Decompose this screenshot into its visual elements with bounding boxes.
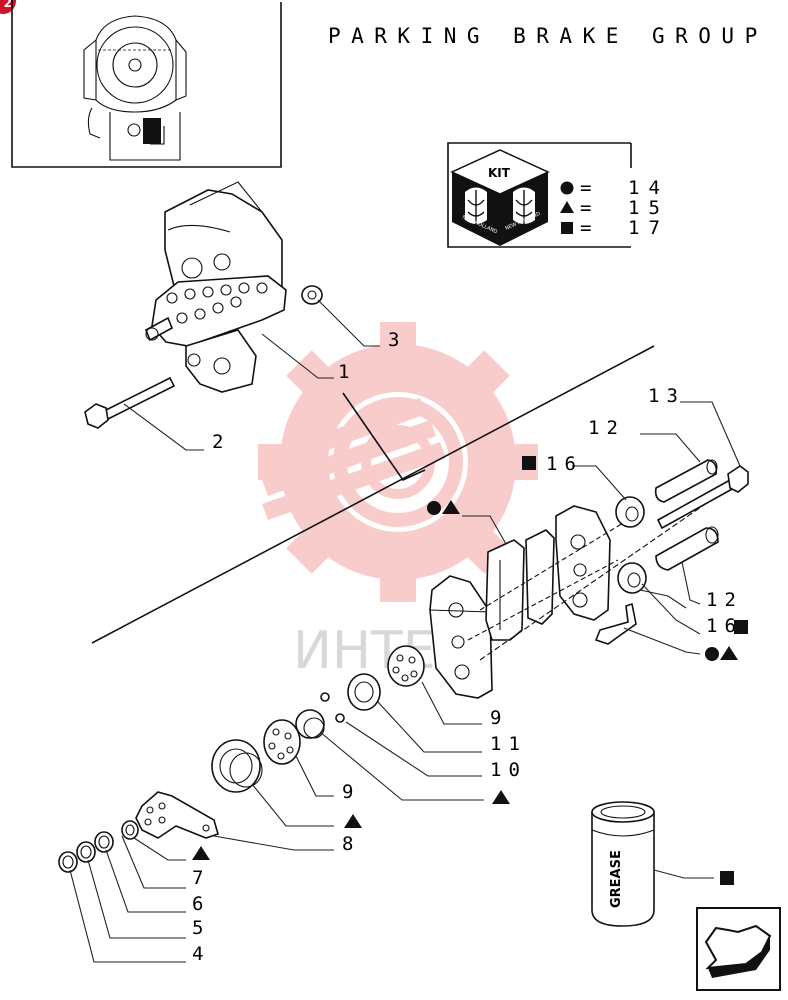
callout-12-upper: 12 — [588, 417, 625, 439]
washer-part-6 — [94, 831, 114, 853]
bushing-part-16-lower — [617, 562, 647, 594]
next-page-arrow-icon[interactable] — [696, 907, 781, 991]
kit-heading: KIT — [488, 166, 511, 180]
triangle-marker-icon — [344, 814, 362, 828]
parking-brake-detail-thumbnail — [11, 0, 282, 168]
square-marker-icon — [720, 871, 734, 885]
square-marker-icon — [522, 456, 536, 470]
callout-7: 7 — [192, 867, 210, 889]
section-separator — [91, 345, 655, 644]
callout-6: 6 — [192, 893, 210, 915]
kit-value-square: 17 — [628, 217, 669, 239]
circle-marker-icon — [705, 647, 719, 661]
callout-labels: 3 1 2 13 12 16 12 16 9 11 10 9 8 7 6 5 4 — [192, 329, 748, 965]
callout-11: 11 — [490, 733, 527, 755]
kit-value-circle: 14 — [628, 177, 669, 199]
callout-16-upper: 16 — [546, 453, 583, 475]
leader-lines — [69, 299, 741, 963]
callout-3: 3 — [388, 329, 406, 351]
cup-seal — [211, 739, 263, 793]
kit-eq-triangle: = — [580, 197, 600, 219]
triangle-symbol-icon — [560, 201, 574, 213]
circle-marker-icon — [427, 501, 441, 515]
callout-13: 13 — [648, 385, 685, 407]
triangle-marker-icon — [442, 500, 460, 514]
ring-part-11 — [347, 673, 381, 711]
caliper-plate-right — [555, 505, 611, 621]
callout-2: 2 — [212, 431, 230, 453]
bushing-part-16-upper — [615, 496, 645, 528]
caliper-assembly-part-1 — [144, 181, 287, 393]
pin-part-12-lower — [655, 526, 719, 571]
callout-8: 8 — [342, 833, 360, 855]
kit-legend: KIT NEW HOLLAND NEW HOLLAND = = = 14 15 … — [447, 142, 669, 248]
washer-part-5 — [76, 841, 96, 863]
disc-part-9-lower — [263, 719, 301, 765]
nut-part-4 — [58, 851, 78, 873]
callout-4: 4 — [192, 943, 210, 965]
sleeve — [295, 709, 325, 739]
triangle-marker-icon — [192, 846, 210, 860]
nut-part-3 — [301, 285, 323, 305]
bolt-part-2 — [84, 376, 176, 429]
ball-part-10a — [320, 692, 330, 702]
callout-1: 1 — [338, 361, 356, 383]
square-marker-icon — [734, 620, 748, 634]
circle-symbol-icon — [560, 181, 574, 195]
callout-16-lower: 16 — [706, 615, 743, 637]
pin-part-12-upper — [654, 459, 718, 503]
triangle-marker-icon — [492, 790, 510, 804]
new-holland-kit-cube — [450, 149, 550, 246]
ball-part-10b — [335, 713, 345, 723]
bolt-part-13 — [656, 465, 749, 530]
callout-10: 10 — [490, 759, 527, 781]
page-title: PARKING BRAKE GROUP — [328, 24, 768, 48]
grease-tube — [591, 801, 655, 927]
lever-part-8 — [135, 791, 219, 839]
caliper-plate-left — [429, 575, 493, 699]
triangle-marker-icon — [720, 646, 738, 660]
callout-9-lower: 9 — [342, 781, 360, 803]
spring-clip — [594, 602, 637, 645]
kit-value-triangle: 15 — [628, 197, 669, 219]
square-symbol-icon — [561, 222, 573, 234]
callout-5: 5 — [192, 917, 210, 939]
washer-part-7 — [121, 820, 139, 840]
kit-eq-square: = — [580, 217, 600, 239]
callout-9-upper: 9 — [490, 707, 508, 729]
disc-part-9-upper — [387, 645, 425, 687]
grease-label: GREASE — [609, 850, 624, 908]
callout-12-lower: 12 — [706, 589, 743, 611]
kit-eq-circle: = — [580, 177, 600, 199]
watermark-logo — [258, 322, 538, 602]
